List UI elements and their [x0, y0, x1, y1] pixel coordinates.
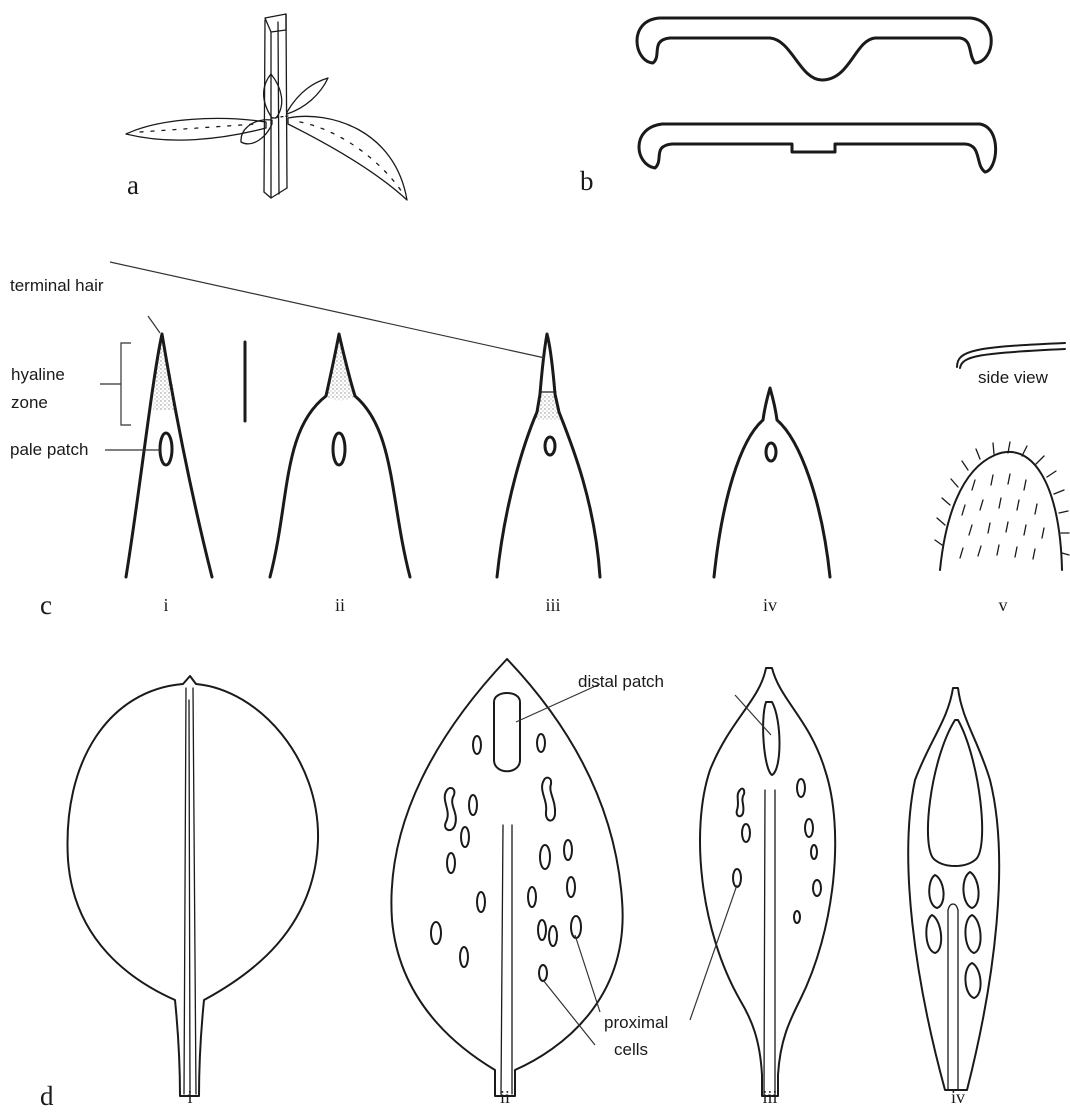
d-numeral-ii: ii [500, 1087, 510, 1107]
node-line [271, 116, 288, 118]
d-ii-distal-patch [494, 693, 520, 771]
d-i-midrib [184, 688, 196, 1094]
hyaline-zone-bracket [100, 343, 131, 425]
hyaline-zone-label-2: zone [11, 393, 48, 412]
proximal-cells-leader-a [575, 935, 600, 1012]
c-numeral-v: v [999, 595, 1008, 615]
terminal-hair-label: terminal hair [10, 276, 104, 295]
c-i-outline [126, 334, 212, 577]
d-iii-distal-patch [763, 702, 779, 775]
c-iv-pale-patch [766, 443, 776, 461]
section-lower [639, 124, 996, 172]
c-numeral-iv: iv [763, 595, 777, 615]
stem-top-cut [265, 14, 286, 32]
panel-d-letter: d [40, 1081, 54, 1111]
panel-c-letter: c [40, 590, 52, 620]
c-numeral-ii: ii [335, 595, 345, 615]
d-ii-outline [391, 659, 622, 1096]
proximal-cells-leader-c [690, 885, 737, 1020]
d-iv-proximal-cells [926, 872, 980, 998]
d-iii-midrib [764, 790, 775, 1094]
proximal-cells-label-2: cells [614, 1040, 648, 1059]
c-v-outline [940, 452, 1062, 570]
leaf-front-small [241, 120, 272, 144]
leaf-right-large [288, 116, 407, 200]
leaf-upper-right [287, 78, 328, 114]
pale-patch-label: pale patch [10, 440, 88, 459]
panel-b-sections [637, 18, 996, 172]
panel-d-leaves [67, 659, 999, 1096]
panel-b-letter: b [580, 166, 594, 196]
d-ii-midrib [501, 825, 512, 1094]
c-ii-pale-patch [333, 433, 345, 465]
c-v-surface-hairs [960, 474, 1044, 559]
d-numeral-i: i [187, 1087, 192, 1107]
c-numeral-iii: iii [545, 595, 560, 615]
proximal-cells-label-1: proximal [604, 1013, 668, 1032]
c-iii-pale-patch [545, 437, 555, 455]
c-v-marginal-teeth [935, 442, 1069, 555]
c-iv-outline [714, 388, 830, 577]
panel-a-letter: a [127, 170, 139, 200]
terminal-hair-leader-long [110, 262, 545, 358]
d-iv-outline [908, 688, 999, 1090]
section-upper [637, 18, 991, 80]
distal-patch-label: distal patch [578, 672, 664, 691]
leaf-right-midrib [300, 122, 402, 192]
d-iii-proximal-cells [733, 779, 821, 923]
c-numeral-i: i [163, 595, 168, 615]
c-i-pale-patch [160, 433, 172, 465]
c-v-side-view [957, 343, 1065, 368]
hyaline-zone-label-1: hyaline [11, 365, 65, 384]
d-numeral-iii: iii [762, 1087, 777, 1107]
stem-base [264, 188, 287, 198]
stem [264, 14, 287, 198]
panel-c-leaf-tips [126, 334, 1069, 577]
leaf-left-midrib [140, 124, 256, 132]
panel-a-shoot-drawing [126, 14, 407, 200]
side-view-label: side view [978, 368, 1049, 387]
terminal-hair-leader [148, 316, 160, 333]
d-numeral-iv: iv [951, 1087, 965, 1107]
d-iv-midrib [948, 904, 958, 1090]
d-iv-distal-patch [928, 720, 982, 866]
